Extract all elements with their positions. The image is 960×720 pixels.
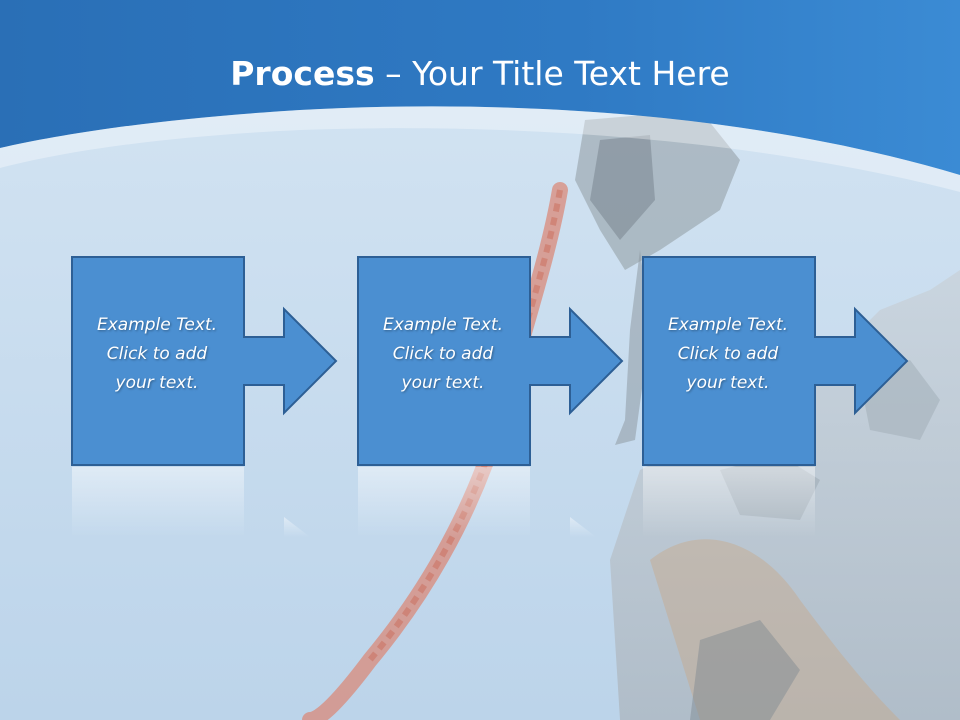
step-text-line: Example Text. (667, 315, 789, 335)
step-text-line: Example Text. (382, 315, 504, 335)
step-text-line: your text. (401, 373, 485, 393)
step-text-line: Click to add (677, 344, 779, 364)
process-arrow-icon (642, 256, 909, 466)
step-text-line: your text. (686, 373, 770, 393)
process-step-3[interactable]: Example Text. Click to add your text. (641, 255, 911, 467)
process-arrow-icon (71, 256, 338, 466)
step-text-line: Click to add (106, 344, 208, 364)
step-reflection (72, 467, 310, 537)
process-step-1[interactable]: Example Text. Click to add your text. (70, 255, 340, 467)
step-text-line: your text. (115, 373, 199, 393)
process-arrow-icon (357, 256, 624, 466)
step-reflection (643, 467, 815, 537)
process-step-2[interactable]: Example Text. Click to add your text. (356, 255, 626, 467)
title-rest: – Your Title Text Here (374, 54, 730, 93)
slide-title[interactable]: Process – Your Title Text Here (0, 52, 960, 96)
step-text: Example Text. Click to add your text. (70, 311, 244, 398)
step-text-line: Example Text. (96, 315, 218, 335)
title-bold: Process (230, 54, 375, 93)
step-text: Example Text. Click to add your text. (356, 311, 530, 398)
step-text-line: Click to add (392, 344, 494, 364)
step-reflection (358, 467, 596, 537)
step-text: Example Text. Click to add your text. (641, 311, 815, 398)
